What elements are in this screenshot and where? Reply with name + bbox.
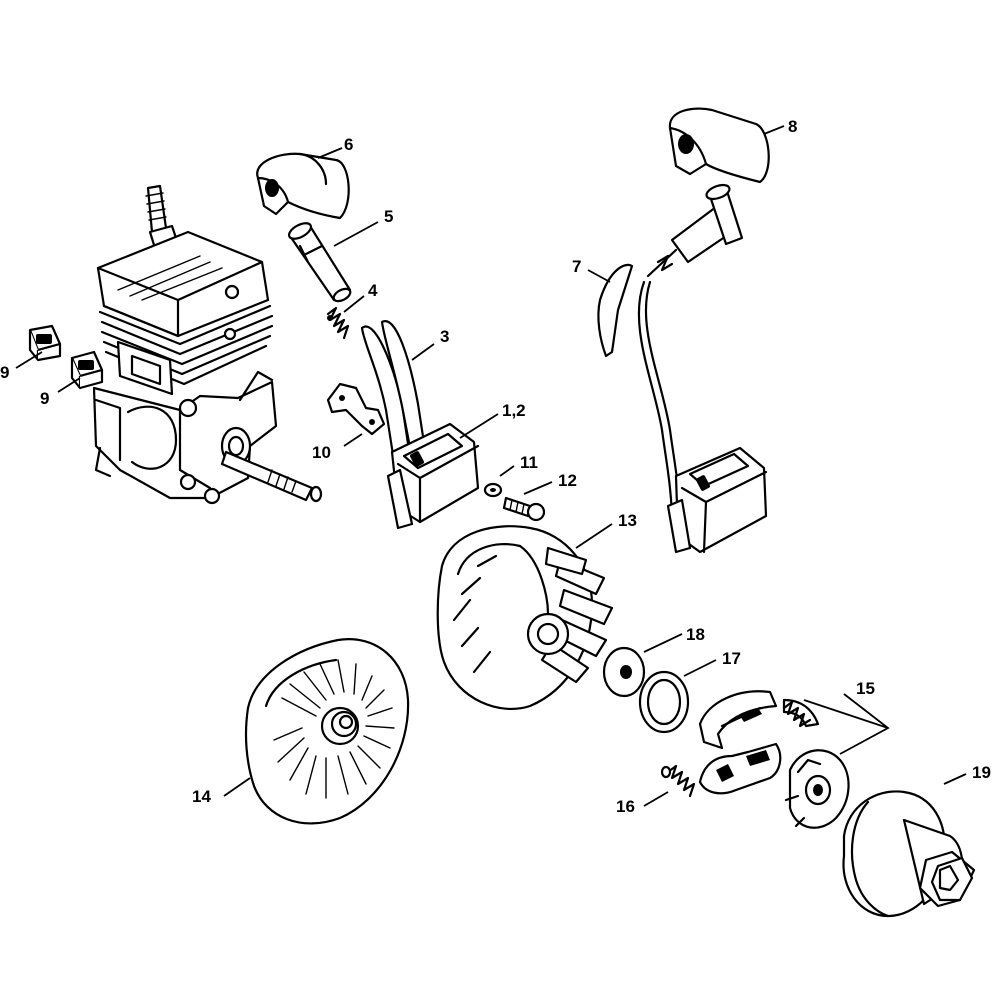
flywheel-small — [244, 638, 410, 825]
leader-lines — [15, 125, 967, 807]
callout-19: 19 — [972, 763, 991, 782]
leader-18 — [643, 633, 683, 653]
leader-17 — [683, 659, 717, 677]
callout-9-lower: 9 — [40, 389, 49, 408]
callout-5: 5 — [384, 207, 393, 226]
leader-3 — [411, 343, 435, 361]
callout-15: 15 — [856, 679, 875, 698]
leader-5 — [333, 221, 379, 247]
callout-1-2: 1,2 — [502, 401, 526, 420]
flywheel-large — [436, 525, 614, 710]
leader-9b — [57, 377, 81, 393]
screw — [502, 496, 546, 522]
callout-12: 12 — [558, 471, 577, 490]
leader-14 — [223, 777, 251, 797]
callout-7: 7 — [572, 257, 581, 276]
clutch-spring — [660, 764, 696, 798]
callout-17: 17 — [722, 649, 741, 668]
leader-15b — [803, 699, 889, 729]
leader-8 — [763, 125, 785, 135]
callout-8: 8 — [788, 117, 797, 136]
spark-plug-boot-right — [668, 107, 770, 184]
leader-11 — [499, 465, 515, 477]
callout-10: 10 — [312, 443, 331, 462]
leader-13 — [575, 523, 613, 549]
damper-upper — [28, 324, 62, 362]
washer-large — [602, 646, 646, 698]
callout-labels: 6 5 4 3 1,2 10 9 9 11 12 13 8 7 18 17 15… — [0, 117, 991, 816]
callout-14: 14 — [192, 787, 211, 806]
leader-12 — [523, 481, 553, 495]
ignition-terminal — [287, 222, 352, 303]
leader-16 — [643, 791, 669, 807]
spark-plug-boot-left — [256, 152, 350, 220]
callout-18: 18 — [686, 625, 705, 644]
engine-cylinder-assembly — [92, 184, 323, 505]
clutch-assembly — [698, 690, 850, 829]
callout-11: 11 — [520, 453, 538, 472]
callout-16: 16 — [616, 797, 635, 816]
damper-lower — [70, 350, 104, 390]
leader-9a — [15, 351, 43, 369]
leader-6 — [317, 147, 343, 159]
leader-15 — [839, 693, 890, 755]
callout-6: 6 — [344, 135, 353, 154]
callout-3: 3 — [440, 327, 449, 346]
ignition-module-right — [666, 446, 768, 554]
callout-13: 13 — [618, 511, 637, 530]
leader-4 — [343, 295, 365, 313]
clutch-drum — [842, 790, 976, 918]
terminal-right — [646, 183, 744, 278]
leader-7 — [587, 269, 611, 283]
callout-4: 4 — [368, 281, 378, 300]
leader-10 — [343, 433, 363, 447]
washer-small — [483, 482, 503, 498]
ring — [638, 670, 690, 734]
spring-small — [326, 306, 350, 340]
clip — [326, 382, 386, 436]
ignition-lead-right — [597, 263, 682, 526]
callout-9-upper: 9 — [0, 363, 9, 382]
leader-19 — [943, 773, 967, 785]
ignition-module-left — [386, 422, 480, 530]
leader-1-2 — [459, 413, 499, 439]
